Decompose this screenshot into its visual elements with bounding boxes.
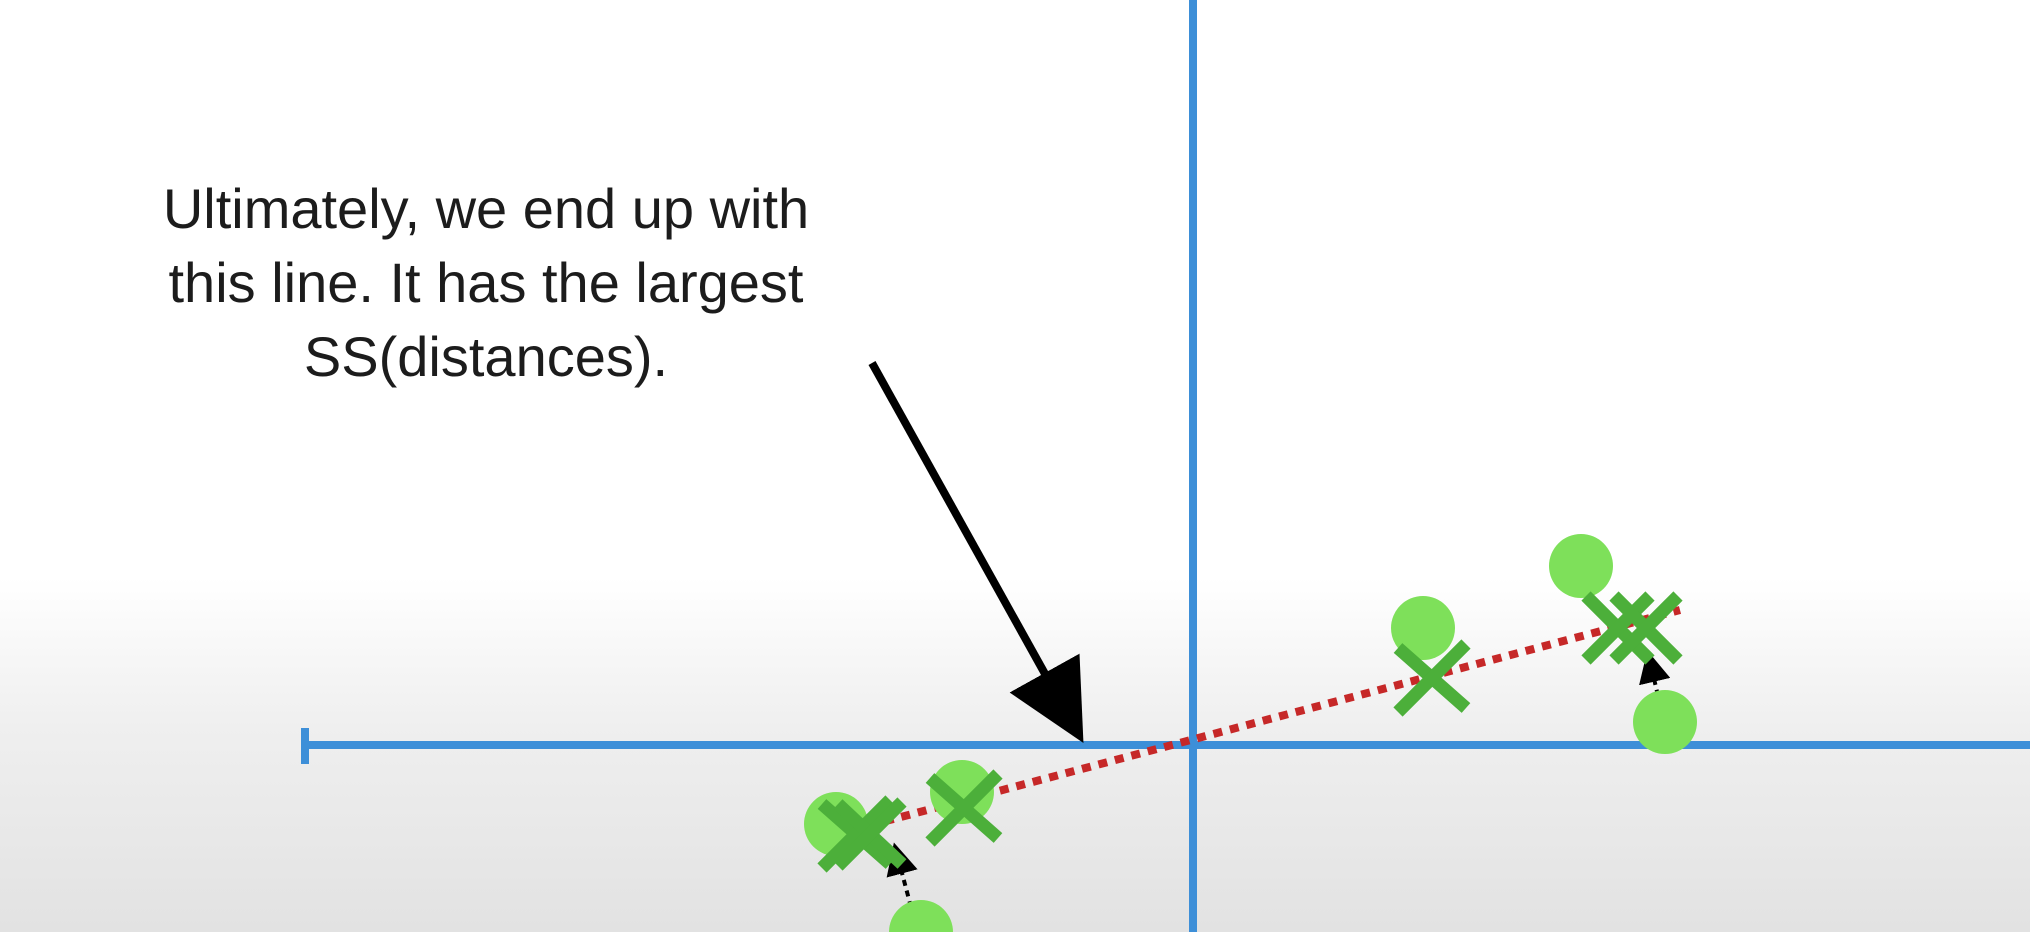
annotation-line-3: SS(distances). xyxy=(303,325,669,388)
annotation-line-1: Ultimately, we end up with xyxy=(162,177,810,240)
data-point xyxy=(1633,690,1697,754)
projected-point-icon xyxy=(925,769,1003,847)
data-point xyxy=(930,760,994,824)
data-point xyxy=(1391,596,1455,660)
data-points xyxy=(804,534,1697,932)
axes-group xyxy=(301,0,2030,932)
projected-point-icon xyxy=(833,797,907,871)
projected-point-icon xyxy=(1609,591,1683,665)
data-point xyxy=(1549,534,1613,598)
projected-point-icon xyxy=(817,795,895,873)
callout-arrow xyxy=(868,361,1084,743)
annotation-text: Ultimately, we end up with this line. It… xyxy=(86,172,886,394)
projection-arrow xyxy=(886,842,918,908)
projection-arrows xyxy=(886,650,1671,908)
projected-point-icon xyxy=(1393,639,1471,717)
projected-point-icon xyxy=(1581,591,1655,665)
annotation-line-2: this line. It has the largest xyxy=(168,251,804,314)
data-point xyxy=(889,900,953,932)
projected-points xyxy=(817,591,1683,873)
